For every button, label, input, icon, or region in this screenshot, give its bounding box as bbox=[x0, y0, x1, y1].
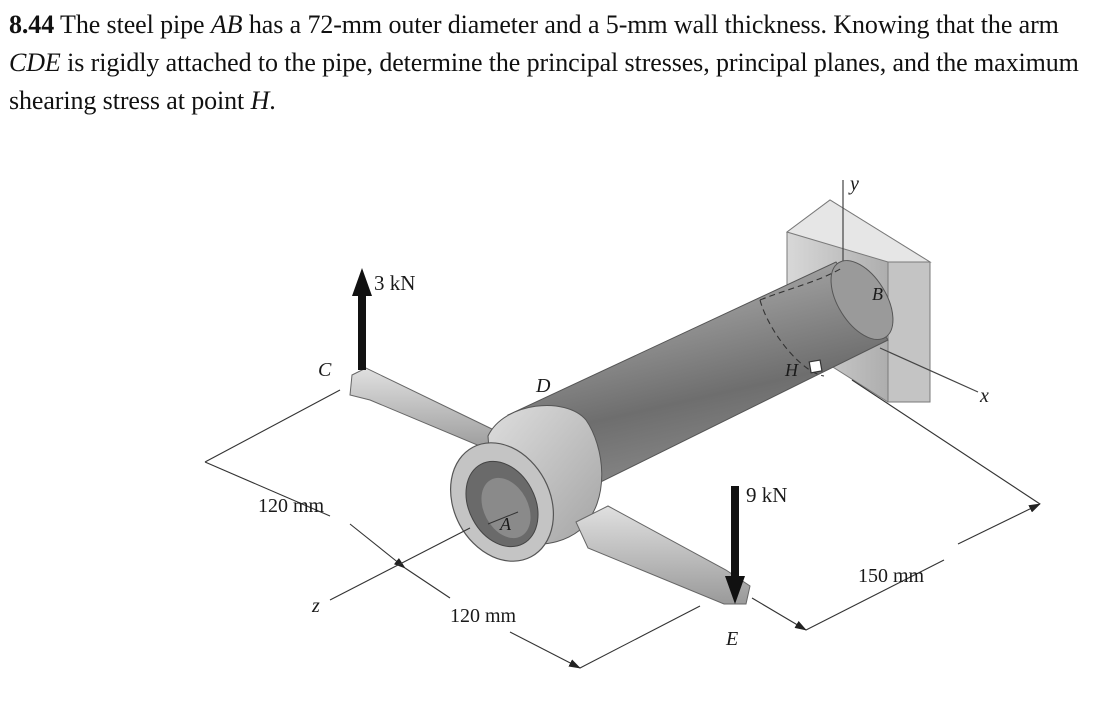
dim-left-lower bbox=[349, 523, 406, 569]
ext-line-e bbox=[579, 605, 701, 669]
problem-text-3: is rigidly attached to the pipe, determi… bbox=[9, 48, 1079, 115]
problem-point-label: H bbox=[250, 86, 270, 115]
axis-label-x: x bbox=[979, 385, 989, 407]
problem-text-1: The steel pipe bbox=[54, 10, 211, 39]
problem-arm-label: CDE bbox=[9, 48, 61, 77]
axis-label-y: y bbox=[848, 173, 859, 195]
label-a: A bbox=[499, 514, 512, 534]
dim-right-upper bbox=[957, 503, 1041, 545]
problem-pipe-label: AB bbox=[210, 10, 243, 39]
force-label-3kn: 3 kN bbox=[374, 271, 415, 295]
axis-label-z: z bbox=[311, 595, 320, 617]
pipe-end-b bbox=[830, 260, 894, 340]
label-e: E bbox=[725, 628, 738, 650]
label-b: B bbox=[872, 284, 883, 304]
point-h-marker bbox=[808, 359, 823, 374]
label-c: C bbox=[318, 359, 332, 381]
hidden-section-line-2 bbox=[759, 299, 825, 377]
dim-bottom-upper bbox=[404, 567, 451, 599]
dim-label-right: 150 mm bbox=[858, 565, 925, 587]
label-d: D bbox=[535, 375, 551, 397]
ext-line-e2 bbox=[751, 597, 807, 631]
problem-text-2: has a 72-mm outer diameter and a 5-mm wa… bbox=[242, 10, 1059, 39]
force-arrow-down bbox=[725, 486, 745, 604]
problem-number: 8.44 bbox=[9, 10, 55, 39]
arm-de bbox=[575, 505, 751, 605]
problem-statement: 8.44 The steel pipe AB has a 72-mm outer… bbox=[9, 6, 1105, 120]
problem-text-4: . bbox=[269, 86, 276, 115]
dim-bottom-lower bbox=[509, 631, 581, 669]
force-label-9kn: 9 kN bbox=[746, 483, 787, 507]
ext-line-wall bbox=[851, 379, 1041, 505]
dim-label-left: 120 mm bbox=[258, 495, 325, 517]
x-axis-line bbox=[879, 347, 979, 393]
arm-cd bbox=[349, 367, 495, 453]
label-h: H bbox=[784, 360, 799, 380]
dim-right-lower bbox=[805, 559, 945, 631]
dim-left-upper bbox=[204, 461, 331, 517]
pipe-end-a bbox=[449, 442, 555, 562]
dim-label-bottom: 120 mm bbox=[450, 605, 517, 627]
dimension-lines bbox=[204, 379, 1041, 669]
axis-z-line bbox=[329, 527, 471, 601]
ext-line-c bbox=[204, 389, 341, 463]
hidden-section-line bbox=[759, 267, 843, 301]
force-arrow-up bbox=[352, 268, 372, 370]
